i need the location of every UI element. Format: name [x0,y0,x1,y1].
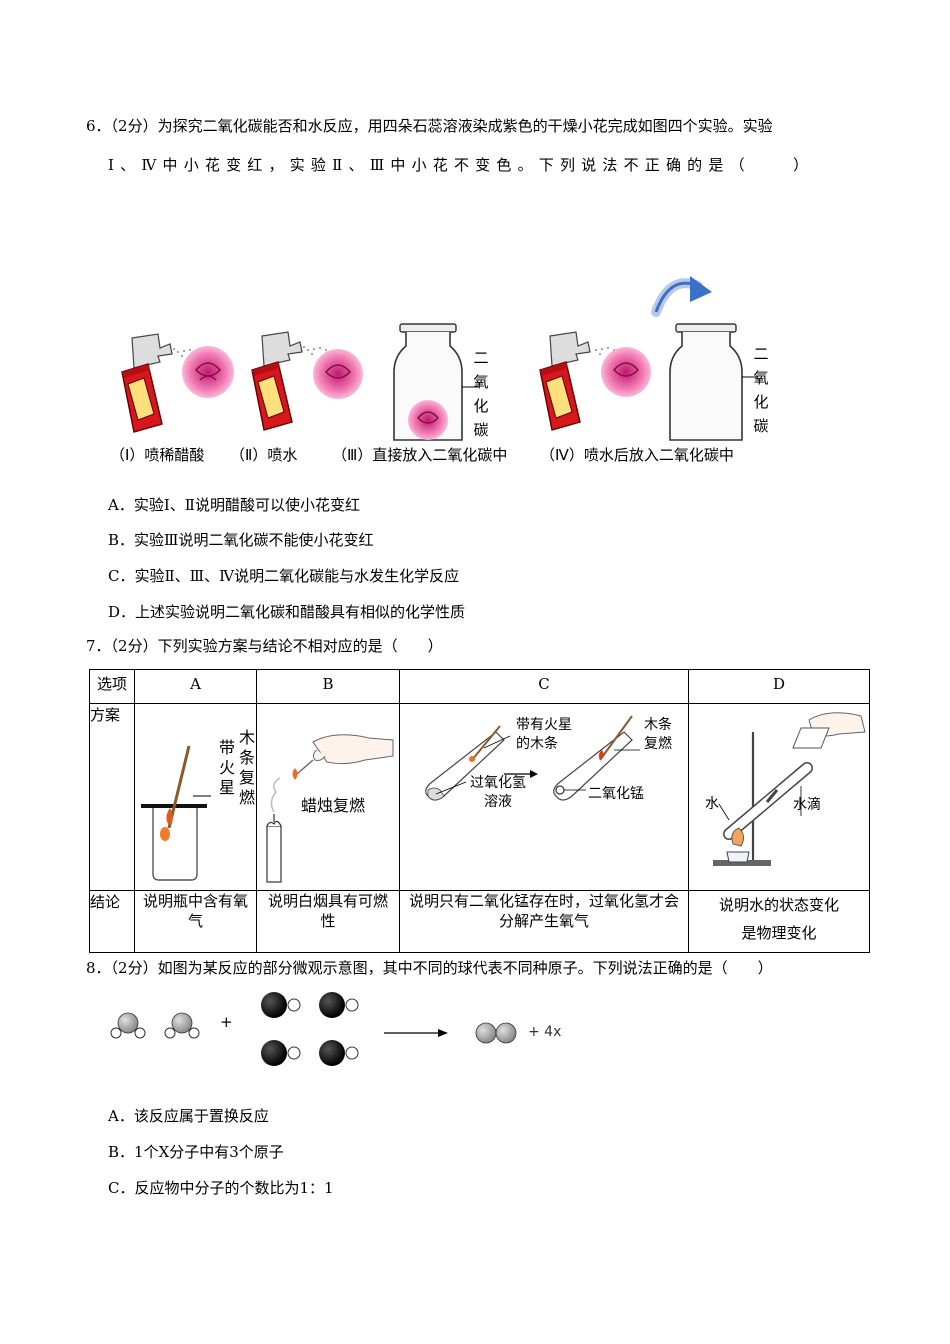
q8-option-b: B．1个X分子中有3个原子 [108,1143,284,1161]
molecule-icon [110,1012,146,1039]
spray-bottle-3-icon [539,331,615,431]
molecule-icon [164,1012,200,1039]
spray-bottle-2-icon [251,331,327,431]
q6-option-c: C．实验Ⅱ、Ⅲ、Ⅳ说明二氧化碳能与水发生化学反应 [108,567,460,585]
q8-option-a: A．该反应属于置换反应 [108,1107,269,1125]
molecule-icon [261,1040,301,1066]
row-label-conclusion: 结论 [89,890,135,953]
q8-product-tail: + 4x [528,1024,562,1040]
q8-figure [110,992,517,1066]
molecule-icon [319,1040,359,1066]
plan-cell-c: 带有火星的木条 过氧化氢溶液 木条复燃 二氧化锰 [399,703,689,891]
header-cell: D [688,669,870,704]
plan-b-label: 蜡烛复燃 [301,796,366,815]
q6-caption-2: （Ⅱ）喷水 [230,446,298,464]
curved-arrow-icon [651,276,712,317]
flower-3-icon [601,347,651,397]
plan-cell-b: 蜡烛复燃 [256,703,400,891]
gas-label-jar1: 二氧化碳 [473,349,489,439]
gas-label-jar2: 二氧化碳 [753,345,769,435]
molecule-icon [475,1022,517,1044]
spray-bottle-1-icon [121,333,203,433]
plan-d-label-drop: 水滴 [793,797,821,813]
flower-1-icon [182,346,234,398]
plan-a-label-right: 木条复燃 [239,728,255,807]
conclusion-d: 说明水的状态变化是物理变化 [688,890,870,953]
q6-option-b: B．实验Ⅲ说明二氧化碳不能使小花变红 [108,531,374,549]
gas-jar-1-icon [393,323,478,441]
header-cell: A [134,669,257,704]
plan-b-figure [266,734,394,883]
row-label-plan: 方案 [89,703,135,891]
table-row-conclusion: 结论 说明瓶中含有氧气 说明白烟具有可燃性 说明只有二氧化锰存在时，过氧化氢才会… [89,890,870,953]
q6-caption-4: （Ⅳ）喷水后放入二氧化碳中 [540,446,734,464]
q8-option-c: C．反应物中分子的个数比为1：1 [108,1179,334,1197]
plan-c-label-1: 带有火星的木条 [516,717,572,752]
q6-stem-line2: Ⅰ、Ⅳ中小花变红，实验Ⅱ、Ⅲ中小花不变色。下列说法不正确的是（ ） [108,156,815,174]
plan-cell-d: 水 水滴 [688,703,870,891]
plan-a-label-left: 带火星 [218,738,235,797]
header-cell: B [256,669,400,704]
plan-c-figure [425,715,640,801]
conclusion-c: 说明只有二氧化锰存在时，过氧化氢才会分解产生氧气 [399,890,689,953]
plan-c-label-2: 过氧化氢溶液 [470,775,526,810]
flower-2-icon [313,349,363,399]
table-row-plan: 方案 带火星 木条复燃 [89,703,870,891]
plan-c-label-3: 木条复燃 [644,717,672,752]
conclusion-a: 说明瓶中含有氧气 [134,890,257,953]
plan-cell-a: 带火星 木条复燃 [134,703,257,891]
q8-stem: 8．（2分）如图为某反应的部分微观示意图，其中不同的球代表不同种原子。下列说法正… [86,959,773,977]
q7-table: 选项 A B C D 方案 带火星 木条复燃 [89,669,870,953]
table-header-row: 选项 A B C D [89,669,870,704]
molecule-icon [319,992,359,1018]
header-cell: C [399,669,689,704]
q8-plus: + [220,1013,233,1031]
q6-option-d: D．上述实验说明二氧化碳和醋酸具有相似的化学性质 [108,603,466,621]
plan-d-figure [713,712,866,866]
molecule-icon [261,992,301,1018]
q6-caption-3: （Ⅲ）直接放入二氧化碳中 [332,446,508,464]
q6-caption-1: （Ⅰ）喷稀醋酸 [110,446,205,464]
plan-a-figure [141,745,211,881]
q6-stem-line1: 6．（2分）为探究二氧化碳能否和水反应，用四朵石蕊溶液染成紫色的干燥小花完成如图… [86,117,773,135]
q6-option-a: A．实验Ⅰ、Ⅱ说明醋酸可以使小花变红 [108,496,360,514]
conclusion-b: 说明白烟具有可燃性 [256,890,400,953]
q7-stem: 7．（2分）下列实验方案与结论不相对应的是（ ） [86,637,443,655]
plan-d-label-water: 水 [705,796,719,812]
plan-c-label-4: 二氧化锰 [588,786,644,802]
q6-figure [121,276,758,441]
gas-jar-2-icon [669,323,758,441]
header-cell: 选项 [89,669,135,704]
